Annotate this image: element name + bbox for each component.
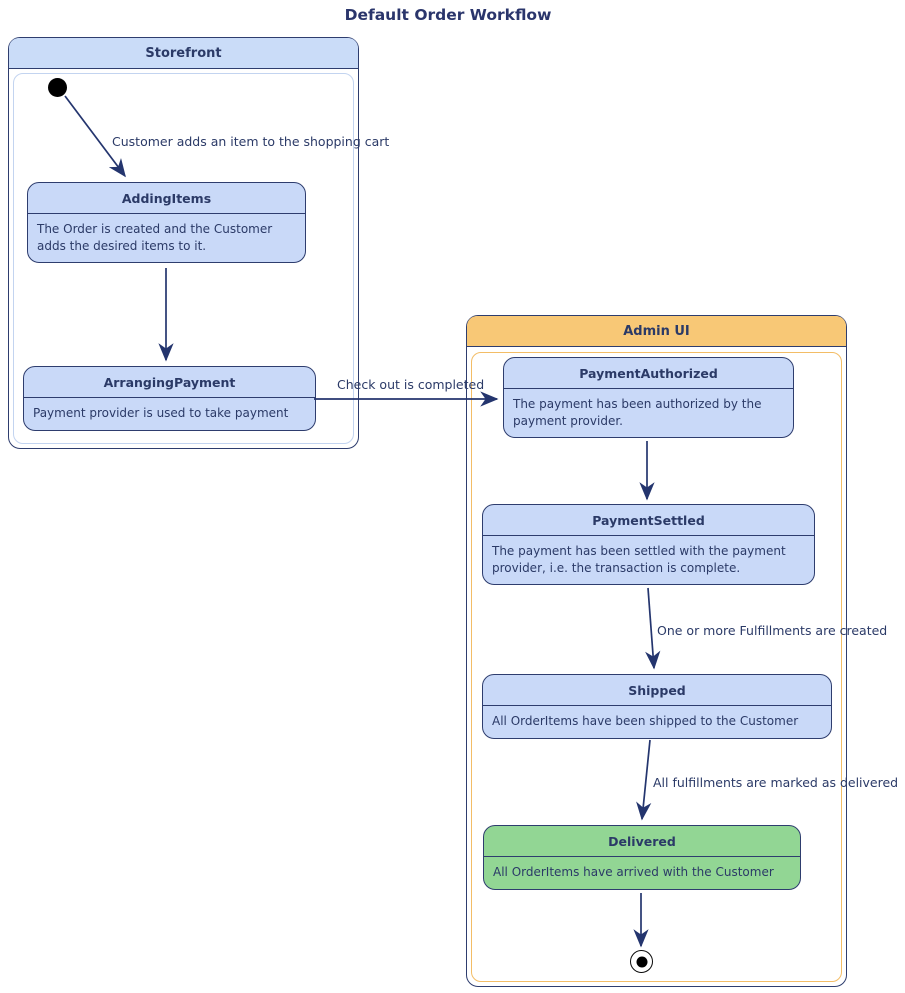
state-delivered-name: Delivered: [484, 826, 800, 857]
container-admin-ui-label: Admin UI: [623, 323, 690, 339]
final-state-core-icon: [636, 956, 647, 967]
state-arranging-payment: ArrangingPayment Payment provider is use…: [23, 366, 316, 431]
state-shipped-name: Shipped: [483, 675, 831, 706]
state-shipped-description: All OrderItems have been shipped to the …: [492, 714, 799, 728]
diagram-title: Default Order Workflow: [344, 6, 552, 24]
state-payment-authorized: PaymentAuthorized The payment has been a…: [503, 357, 794, 439]
state-payment-settled: PaymentSettled The payment has been sett…: [482, 504, 815, 586]
state-arranging-payment-name: ArrangingPayment: [24, 367, 315, 398]
state-shipped: Shipped All OrderItems have been shipped…: [482, 674, 832, 739]
state-adding-items-description: The Order is created and the Customer ad…: [37, 222, 273, 253]
state-adding-items: AddingItems The Order is created and the…: [27, 182, 306, 264]
transition-label-add-item: Customer adds an item to the shopping ca…: [112, 134, 390, 149]
container-storefront-label: Storefront: [145, 45, 222, 61]
state-arranging-payment-description: Payment provider is used to take payment: [33, 406, 289, 420]
state-payment-settled-description: The payment has been settled with the pa…: [492, 544, 786, 575]
state-payment-authorized-name: PaymentAuthorized: [504, 358, 793, 389]
state-payment-authorized-description: The payment has been authorized by the p…: [513, 397, 762, 428]
transition-label-checkout: Check out is completed: [337, 377, 485, 392]
state-delivered-description: All OrderItems have arrived with the Cus…: [493, 865, 774, 879]
transition-label-fulfillments-created: One or more Fulfillments are created: [657, 623, 888, 638]
state-payment-settled-name: PaymentSettled: [483, 505, 814, 536]
final-state-icon: [630, 950, 653, 973]
state-delivered: Delivered All OrderItems have arrived wi…: [483, 825, 801, 890]
state-adding-items-name: AddingItems: [28, 183, 305, 214]
initial-state-icon: [48, 78, 67, 97]
transition-label-marked-delivered: All fulfillments are marked as delivered: [653, 775, 899, 790]
container-storefront-header: Storefront: [9, 38, 358, 69]
container-admin-ui-header: Admin UI: [467, 316, 846, 347]
